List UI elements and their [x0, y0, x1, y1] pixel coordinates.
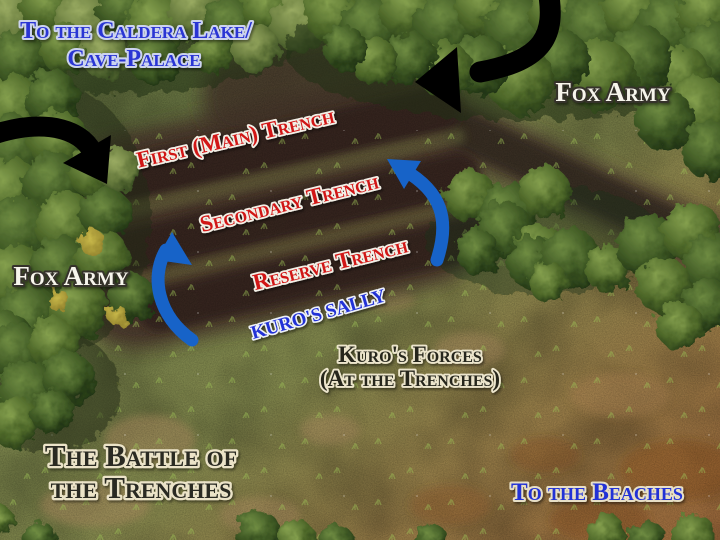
- kuros-forces-label-line1: Kuro's Forces: [338, 342, 482, 367]
- beaches-label: To the Beaches: [511, 479, 683, 506]
- forest-top-left: [0, 0, 330, 93]
- map-title-line1: The Battle of: [45, 438, 237, 473]
- fox-army-label-right: Fox Army: [555, 77, 670, 107]
- kuro-sally-arrow-left: [151, 232, 199, 347]
- fox-army-attack-arrow-top: [415, 0, 561, 113]
- kuros-forces-label-line2: (At the Trenches): [320, 366, 500, 391]
- forest-bottom-left: [0, 318, 120, 452]
- kuro-sally-arrow-right: [387, 159, 450, 267]
- forest-mid-right: [425, 166, 720, 350]
- bushes-bottom-edge: [0, 506, 716, 540]
- caldera-lake-label-line1: To the Caldera Lake/: [20, 18, 252, 44]
- fox-army-label-left: Fox Army: [13, 261, 128, 291]
- caldera-lake-label-line2: Cave-Palace: [67, 46, 200, 72]
- fox-army-attack-arrow-left: [0, 116, 111, 184]
- map-title-line2: the Trenches: [51, 470, 232, 505]
